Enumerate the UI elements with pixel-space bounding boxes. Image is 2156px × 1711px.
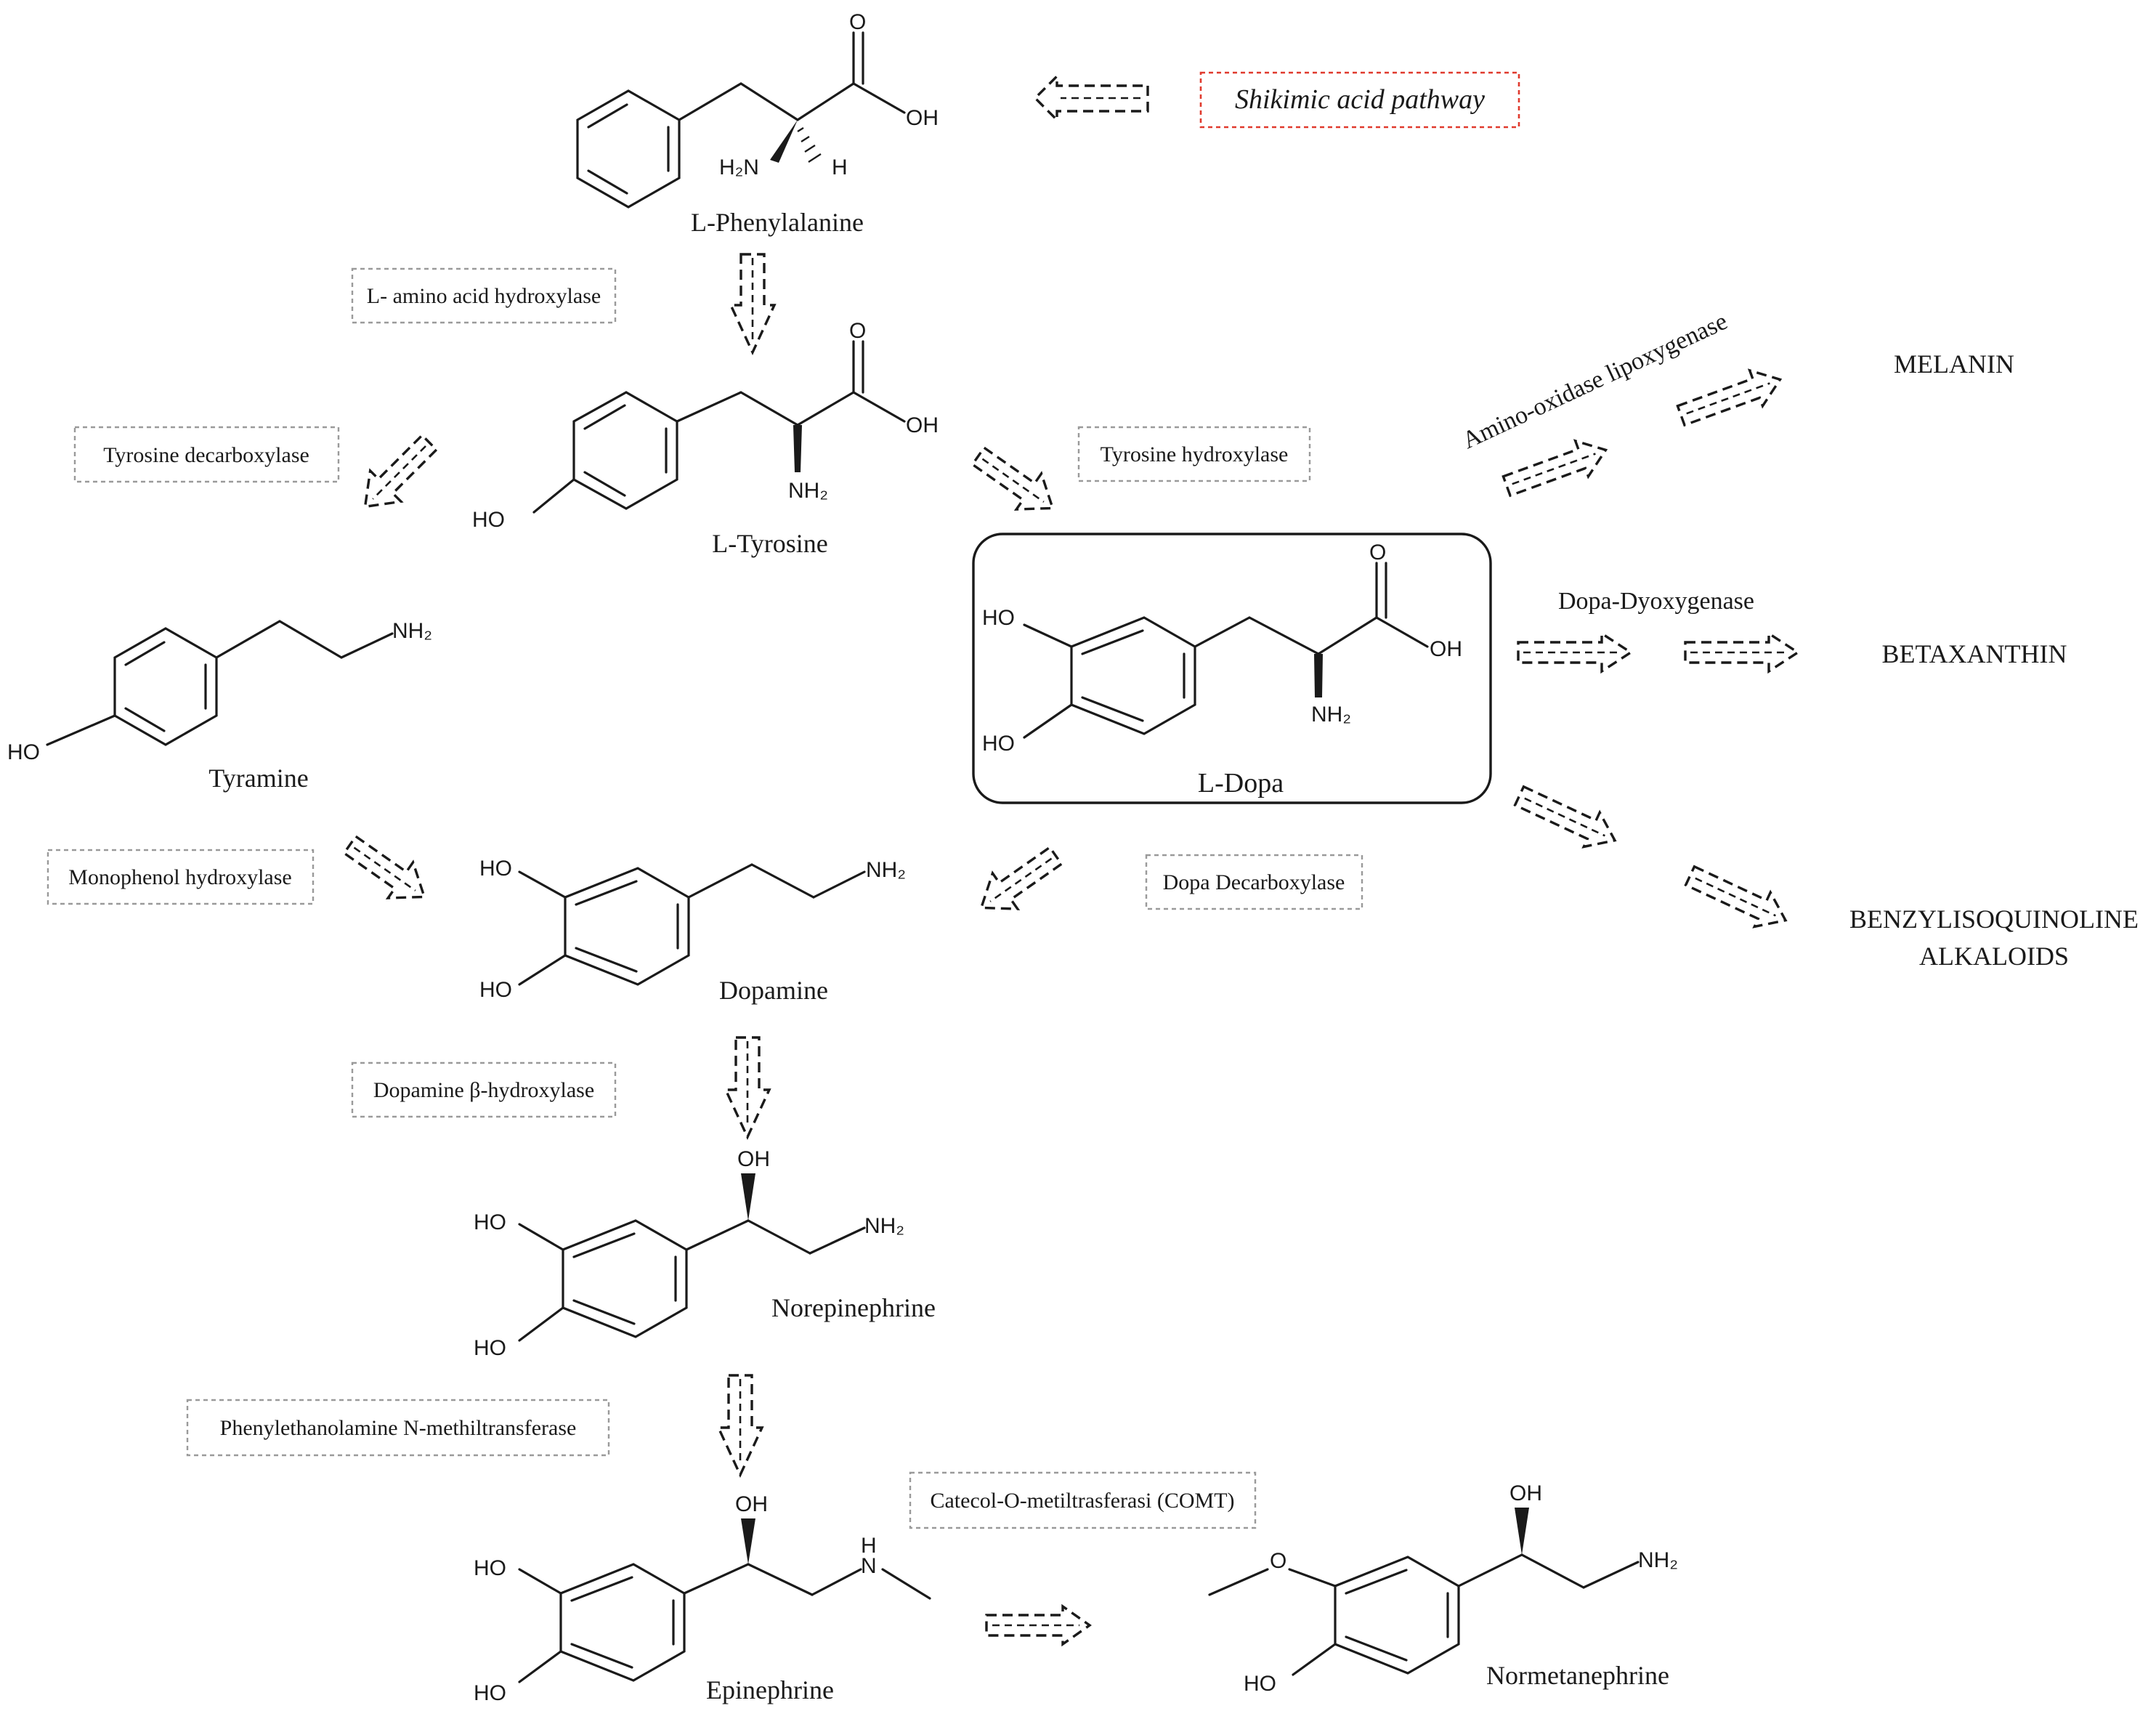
arrow-dopa-to-betaxanthin-1 [1517, 631, 1634, 674]
l-tyrosine-structure: O OH NH₂ HO [472, 319, 939, 532]
dopamine-label: Dopamine [719, 976, 828, 1005]
arrow-dopa-to-alkaloids-1 [1513, 785, 1617, 849]
alkaloids-label: ALKALOIDS [1919, 942, 2069, 971]
amino-oxidase-label: Amino-oxidase lipoxygenase [1459, 308, 1732, 455]
monophenol-hydroxylase-label: Monophenol hydroxylase [68, 865, 291, 889]
pnmt-label: Phenylethanolamine N-methiltransferase [220, 1416, 577, 1440]
norepinephrine-structure: OH NH₂ HO HO [474, 1147, 904, 1360]
dopa-dioxygenase-label: Dopa-Dyoxygenase [1558, 588, 1754, 615]
norepinephrine-label: Norepinephrine [771, 1293, 936, 1322]
amine-label: NH₂ [788, 479, 828, 503]
l-phenylalanine-label: L-Phenylalanine [691, 208, 864, 237]
normetanephrine-structure: O OH NH₂ HO [1208, 1481, 1678, 1696]
hydroxyl-label: OH [906, 106, 939, 130]
epinephrine-structure: OH N H HO HO [474, 1492, 931, 1705]
arrow-dopa-to-dopamine [979, 845, 1063, 910]
amine-label: H₂N [719, 155, 759, 179]
pnmt-box [186, 1399, 610, 1457]
tyramine-label: Tyramine [208, 764, 308, 793]
amino-acid-hydroxylase-label: L- amino acid hydroxylase [367, 284, 601, 308]
beta-hydroxyl-label: OH [1509, 1481, 1542, 1505]
tyrosine-hydroxylase-label: Tyrosine hydroxylase [1101, 442, 1289, 466]
shikimic-label: Shikimic acid pathway [1235, 84, 1485, 115]
arrow-dopa-to-betaxanthin-2 [1684, 631, 1801, 674]
amino-acid-hydroxylase-box [351, 267, 617, 324]
arrow-tyr-to-tyramine [363, 433, 439, 509]
tyrosine-decarboxylase-box [73, 426, 340, 483]
l-dopa-label: L-Dopa [1198, 768, 1284, 798]
arrow-norepinephrine-to-epinephrine [716, 1374, 764, 1479]
arrow-dopa-to-melanin-2 [1676, 368, 1783, 427]
hydrogen-label: H [832, 155, 848, 179]
catechol-hydroxyl-2: HO [474, 1336, 506, 1360]
catechol-hydroxyl-2: HO [982, 732, 1015, 756]
benzylisoquinoline-label: BENZYLISOQUINOLINE [1849, 905, 2139, 934]
shikimic-box [1199, 71, 1520, 129]
l-dopa-highlight-box [972, 533, 1492, 804]
methoxy-oxygen-label: O [1270, 1549, 1286, 1573]
arrow-tyr-to-dopa [970, 445, 1055, 511]
monophenol-hydroxylase-box [46, 849, 315, 905]
tyrosine-hydroxylase-box [1077, 426, 1311, 482]
dopa-decarboxylase-box [1145, 854, 1363, 910]
catechol-hydroxyl-2: HO [479, 978, 512, 1002]
dopa-decarboxylase-label: Dopa Decarboxylase [1163, 870, 1345, 894]
arrow-phe-to-tyr [729, 253, 777, 356]
dopamine-b-hydroxylase-label: Dopamine β-hydroxylase [373, 1078, 594, 1102]
methylamine-n-label: N [861, 1554, 877, 1578]
methylamine-h-label: H [861, 1534, 877, 1558]
l-phenylalanine-structure: O OH H₂N H [576, 10, 939, 209]
arrow-dopa-to-melanin-1 [1502, 439, 1608, 498]
carbonyl-oxygen: O [849, 319, 866, 343]
catechol-hydroxyl-1: HO [479, 857, 512, 881]
catechol-hydroxyl-1: HO [982, 606, 1015, 630]
catechol-hydroxyl-2: HO [474, 1681, 506, 1705]
phenol-hydroxyl-label: HO [472, 508, 505, 532]
amine-label: NH₂ [1311, 703, 1351, 727]
comt-label: Catecol-O-metiltrasferasi (COMT) [930, 1489, 1234, 1513]
carbonyl-oxygen: O [849, 10, 866, 34]
carbonyl-oxygen: O [1369, 541, 1386, 565]
l-tyrosine-label: L-Tyrosine [712, 529, 827, 558]
amine-label: NH₂ [1638, 1548, 1678, 1572]
amine-label: NH₂ [864, 1214, 904, 1238]
arrow-dopa-to-alkaloids-2 [1684, 865, 1788, 929]
arrow-dopamine-to-norepinephrine [724, 1036, 771, 1141]
hydroxyl-label: OH [1430, 637, 1462, 661]
normetanephrine-label: Normetanephrine [1486, 1661, 1669, 1690]
hydroxyl-label: OH [906, 413, 939, 437]
epinephrine-label: Epinephrine [706, 1675, 834, 1704]
betaxanthin-label: BETAXANTHIN [1881, 639, 2067, 668]
catechol-hydroxyl-1: HO [474, 1556, 506, 1580]
beta-hydroxyl-label: OH [737, 1147, 770, 1171]
tyramine-structure: NH₂ HO [7, 619, 432, 764]
catechol-hydroxyl-1: HO [474, 1210, 506, 1234]
amine-label: NH₂ [392, 619, 432, 643]
tyrosine-decarboxylase-label: Tyrosine decarboxylase [103, 443, 309, 467]
dopamine-b-hydroxylase-box [351, 1061, 617, 1118]
arrow-epinephrine-to-normetanephrine [985, 1603, 1092, 1647]
l-dopa-structure: O OH NH₂ HO HO [982, 541, 1462, 756]
shikimic-arrow [1033, 73, 1149, 124]
melanin-label: MELANIN [1894, 349, 2014, 379]
dopamine-structure: NH₂ HO HO [479, 857, 906, 1002]
phenol-hydroxyl-label: HO [1244, 1672, 1276, 1696]
amine-label: NH₂ [866, 858, 906, 882]
arrow-tyramine-to-dopamine [342, 834, 426, 899]
beta-hydroxyl-label: OH [735, 1492, 768, 1516]
phenol-hydroxyl-label: HO [7, 740, 40, 764]
